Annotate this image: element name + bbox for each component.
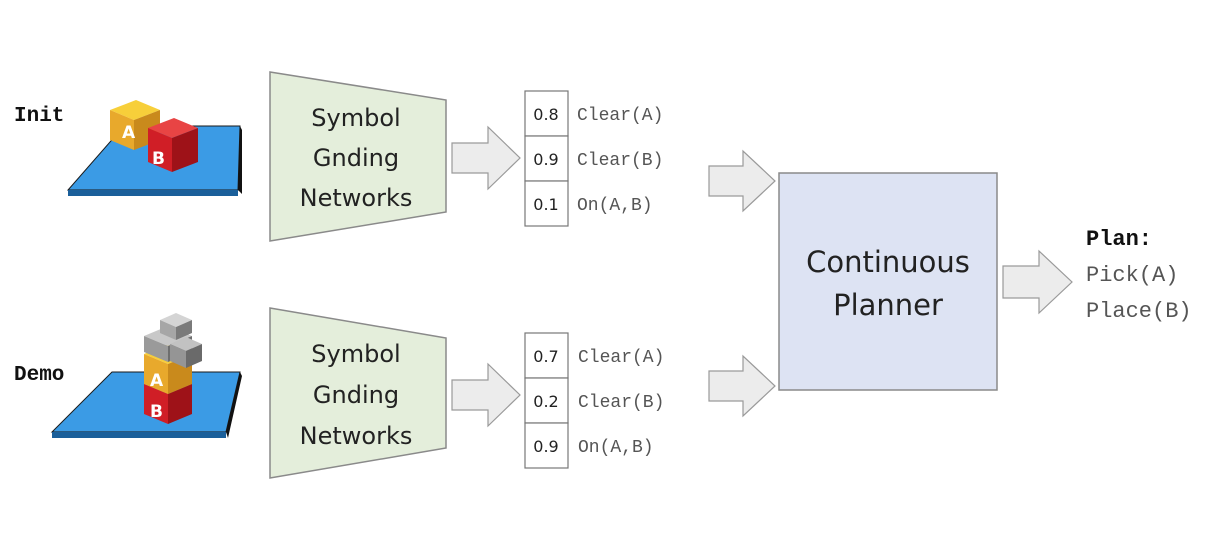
predicate-name: On(A,B) <box>577 196 653 216</box>
predicate-name: Clear(B) <box>578 393 664 413</box>
init-predicates: 0.8 0.9 0.1 Clear(A) Clear(B) On(A,B) <box>524 90 663 227</box>
predicate-name: On(A,B) <box>578 438 654 458</box>
demo-block-b-letter: B <box>150 402 163 422</box>
predicate-score: 0.8 <box>533 105 558 124</box>
predicate-score: 0.7 <box>533 347 558 366</box>
predicate-name: Clear(A) <box>577 106 663 126</box>
block-b-icon: B <box>148 118 198 172</box>
plan-output: Plan: Pick(A) Place(B) <box>1086 227 1192 324</box>
predicate-score: 0.9 <box>533 437 558 456</box>
predicate-score: 0.2 <box>533 392 558 411</box>
arrow-icon <box>1002 249 1073 315</box>
init-network-line-1: Symbol <box>311 104 400 132</box>
demo-label: Demo <box>14 364 64 387</box>
planner-line-1: Continuous <box>806 245 970 279</box>
plan-title: Plan: <box>1086 227 1152 252</box>
demo-predicates: 0.7 0.2 0.9 Clear(A) Clear(B) On(A,B) <box>524 332 664 469</box>
plan-step: Place(B) <box>1086 299 1192 324</box>
arrow-icon <box>708 149 776 213</box>
demo-scene: Demo B A <box>14 313 242 438</box>
demo-network: Symbol Gnding Networks <box>269 307 447 479</box>
arrow-icon <box>451 362 521 428</box>
block-b-letter: B <box>152 149 165 169</box>
continuous-planner: Continuous Planner <box>778 172 998 391</box>
init-network-line-2: Gnding <box>313 144 399 172</box>
arrow-icon <box>451 125 521 191</box>
demo-block-a-letter: A <box>150 371 164 391</box>
init-scene: Init A B <box>14 100 242 196</box>
arrow-icon <box>708 354 776 418</box>
predicate-score: 0.1 <box>533 195 558 214</box>
predicate-score: 0.9 <box>533 150 558 169</box>
init-network: Symbol Gnding Networks <box>269 71 447 242</box>
plan-step: Pick(A) <box>1086 263 1178 288</box>
gray-block-icon <box>144 313 202 368</box>
predicate-name: Clear(A) <box>578 348 664 368</box>
init-network-line-3: Networks <box>300 184 413 212</box>
init-label: Init <box>14 105 64 128</box>
predicate-name: Clear(B) <box>577 151 663 171</box>
planner-line-2: Planner <box>833 288 943 322</box>
demo-network-line-2: Gnding <box>313 381 399 409</box>
demo-network-line-1: Symbol <box>311 340 400 368</box>
demo-network-line-3: Networks <box>300 422 413 450</box>
block-a-letter: A <box>122 123 136 143</box>
